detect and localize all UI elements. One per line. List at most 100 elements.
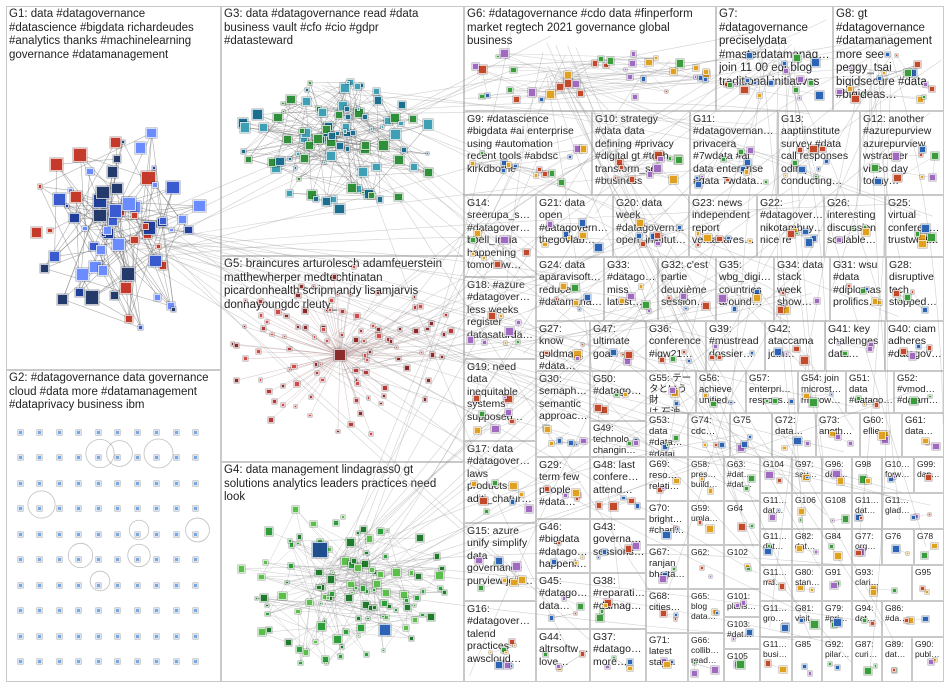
graph-node [312,134,323,145]
graph-node [799,518,803,522]
graph-node [865,286,869,291]
graph-node [731,306,738,312]
graph-node [603,603,609,609]
group-panel-g11a: G11… dat… [760,493,792,529]
graph-node [743,168,750,175]
group-label: G11… md… [763,567,787,588]
graph-node [898,298,902,302]
graph-node [802,664,808,670]
graph-node [444,313,449,318]
graph-node [270,332,274,337]
graph-node [134,659,140,664]
graph-node [580,556,584,560]
group-panel-g81: G81: visit… [792,601,822,637]
graph-node [154,557,159,562]
graph-node [252,109,263,120]
graph-node [320,377,325,383]
graph-node [262,559,269,566]
graph-node [905,551,909,555]
graph-node [786,229,795,238]
group-panel-g11: G11: #datagovernan… privacera #7wdata #a… [690,111,778,195]
graph-node [673,435,680,442]
graph-node [365,535,374,544]
group-label: G17: data #datagover… laws products adit… [467,443,532,505]
graph-node [557,178,566,187]
graph-node [280,402,285,407]
graph-node [301,96,311,106]
graph-node [193,199,206,213]
graph-node [131,212,138,219]
graph-node [735,603,740,609]
graph-node [76,455,81,460]
graph-node [767,80,774,87]
graph-node [627,666,633,672]
graph-node [622,392,628,398]
graph-node [916,344,922,350]
group-panel-g11b: G11… dat… [852,493,882,529]
group-label: G47: ultimate goal [593,323,630,360]
graph-node [30,226,42,238]
graph-node [496,54,500,59]
graph-node [506,86,513,93]
graph-node [193,480,198,486]
graph-node [313,639,318,644]
graph-node [287,156,292,161]
graph-node [154,633,159,639]
graph-node [398,120,405,127]
graph-node [546,221,554,228]
graph-node [836,237,842,243]
graph-node [810,619,820,629]
graph-node [259,593,269,603]
graph-node [834,664,840,670]
group-panel-g47: G47: ultimate goal [590,321,646,371]
graph-node [56,582,62,588]
graph-node [480,151,484,155]
group-label: G38: #reparati… #damag… [593,575,644,612]
graph-node [478,585,485,592]
graph-node [134,557,140,562]
group-label: G15: azure unify simplify data governanc… [467,525,533,587]
graph-node [37,608,42,613]
group-panel-g38: G38: #reparati… #damag… [590,573,646,629]
graph-node [745,78,751,83]
graph-node [376,290,381,295]
graph-node [356,531,360,536]
group-label: G102 [727,547,748,557]
graph-node [302,325,308,330]
group-label: G62: [691,547,710,557]
graph-node [336,429,340,434]
graph-node [491,479,498,486]
graph-node [600,609,605,614]
group-label: G31: wsu #data #diplomas prolifics… [833,259,881,309]
graph-node [230,342,235,346]
graph-node [674,617,678,621]
graph-node [709,354,716,361]
graph-node [542,171,549,178]
group-panel-g62: G62: [688,545,724,589]
graph-node [95,531,101,537]
graph-node [501,578,508,584]
graph-node [577,308,581,312]
group-panel-g22: G22: #datagover… nikotambuy… nice re [757,195,824,257]
graph-node [795,231,799,236]
graph-node [412,305,418,311]
group-panel-g57: G57: enterpri… respons… [746,371,798,413]
graph-node [919,153,923,157]
graph-node [673,477,680,485]
group-label: G45: #datago… data… [539,575,588,612]
graph-node [500,646,507,653]
graph-node [382,393,387,398]
graph-node [17,582,23,588]
graph-node [630,51,637,57]
graph-node [700,476,705,482]
graph-node [240,149,246,155]
graph-node [37,480,42,486]
graph-node [328,590,336,598]
group-panel-g45: G45: #datago… data… [536,573,590,629]
graph-node [628,497,635,505]
group-label: G51: data #datago… [849,373,892,407]
graph-node [653,231,661,239]
graph-node [606,57,615,65]
graph-node [322,125,332,135]
graph-node [911,514,917,520]
